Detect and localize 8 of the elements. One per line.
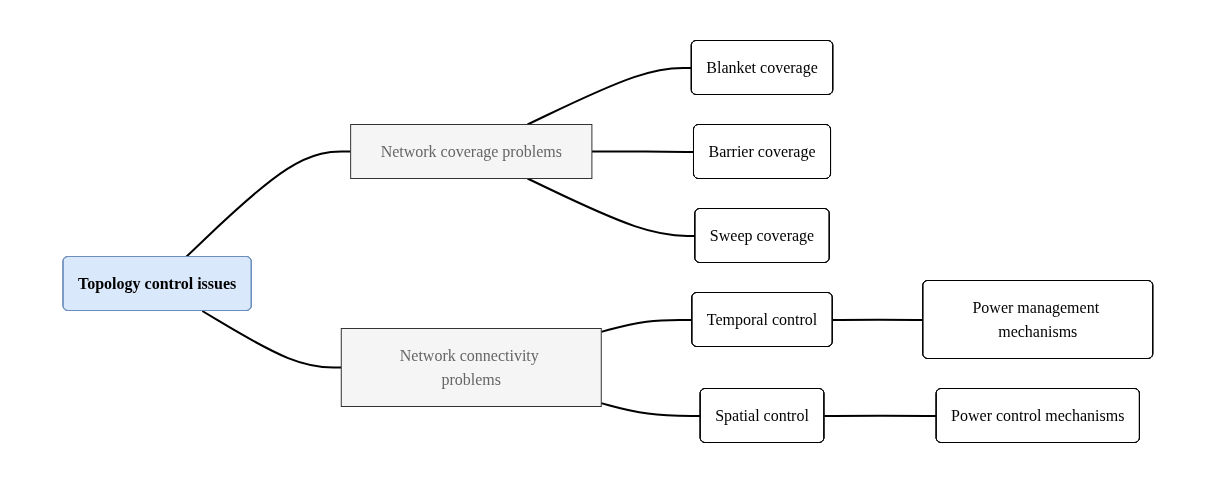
connector xyxy=(200,310,342,369)
connector xyxy=(184,150,352,258)
connector xyxy=(831,318,924,321)
node-box: Network coverage problems xyxy=(349,124,592,179)
connector xyxy=(526,177,696,237)
connector xyxy=(599,318,693,333)
node-box: Network connectivity problems xyxy=(340,328,602,407)
connector xyxy=(590,150,695,153)
